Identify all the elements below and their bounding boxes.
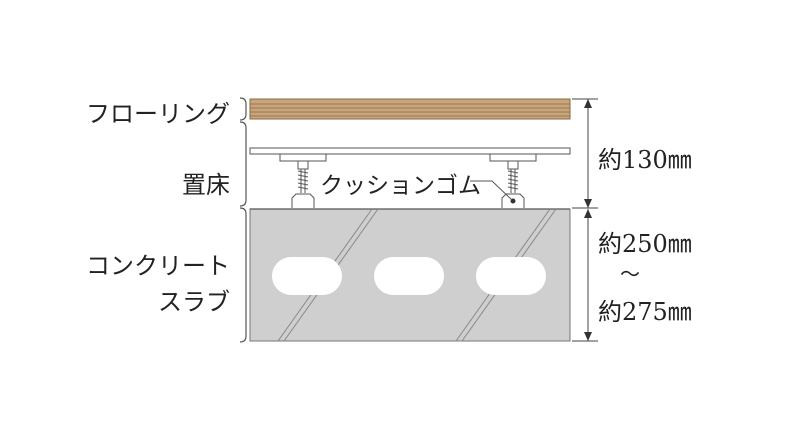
dim-slab-max: 約275㎜ — [598, 298, 692, 326]
label-concrete-line2: スラブ — [158, 288, 230, 316]
dim-slab-min: 約250㎜ — [598, 230, 692, 258]
slab-void-1 — [272, 257, 342, 295]
label-flooring: フローリング — [86, 100, 230, 128]
label-cushion-rubber: クッションゴム — [320, 173, 481, 199]
dim-top-span: 約130㎜ — [598, 146, 692, 174]
support-leg-right — [489, 153, 537, 208]
raised-floor-board — [249, 147, 571, 155]
concrete-slab — [249, 208, 571, 342]
flooring-layer — [249, 98, 571, 120]
dimension-slab — [572, 209, 598, 342]
support-leg-left — [279, 153, 327, 208]
label-raised-floor: 置床 — [182, 171, 230, 199]
bracket-flooring — [239, 97, 247, 121]
slab-void-3 — [476, 257, 546, 295]
bracket-concrete-slab — [239, 207, 247, 343]
cushion-rubber-leader — [470, 180, 513, 201]
slab-void-2 — [374, 257, 444, 295]
dimension-top — [572, 98, 598, 209]
bracket-raised-floor — [239, 121, 247, 207]
label-concrete-line1: コンクリート — [86, 252, 230, 280]
dim-tilde: ～ — [620, 262, 640, 286]
